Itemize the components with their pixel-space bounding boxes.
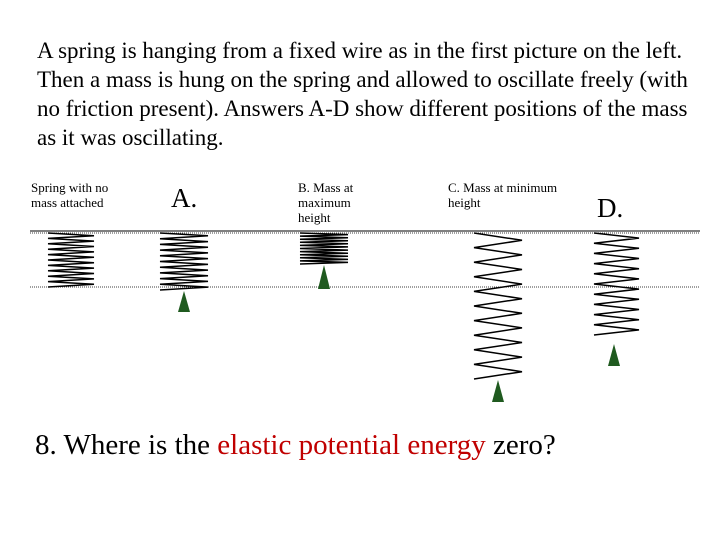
- label-d: D.: [597, 193, 624, 223]
- mass-b: [318, 265, 330, 289]
- spring-c: [473, 232, 523, 380]
- intro-paragraph: A spring is hanging from a fixed wire as…: [37, 38, 688, 150]
- spring-a: [159, 232, 209, 291]
- mass-c: [492, 380, 504, 402]
- mass-d: [608, 344, 620, 366]
- label-a: A.: [171, 183, 198, 213]
- question-highlight: elastic potential energy: [217, 429, 486, 461]
- spring-b: [299, 232, 349, 265]
- mass-a: [178, 291, 190, 312]
- question-suffix: zero?: [485, 429, 556, 461]
- spring-d: [593, 232, 640, 336]
- question-prefix: 8. Where is the: [35, 429, 218, 461]
- spring-rest: [47, 232, 95, 288]
- label-rest-spring: Spring with no mass attached: [31, 180, 109, 210]
- label-b: B. Mass at maximum height: [298, 180, 354, 225]
- label-c: C. Mass at minimum height: [448, 180, 558, 210]
- question-text: 8. Where is the elastic potential energy…: [35, 428, 705, 462]
